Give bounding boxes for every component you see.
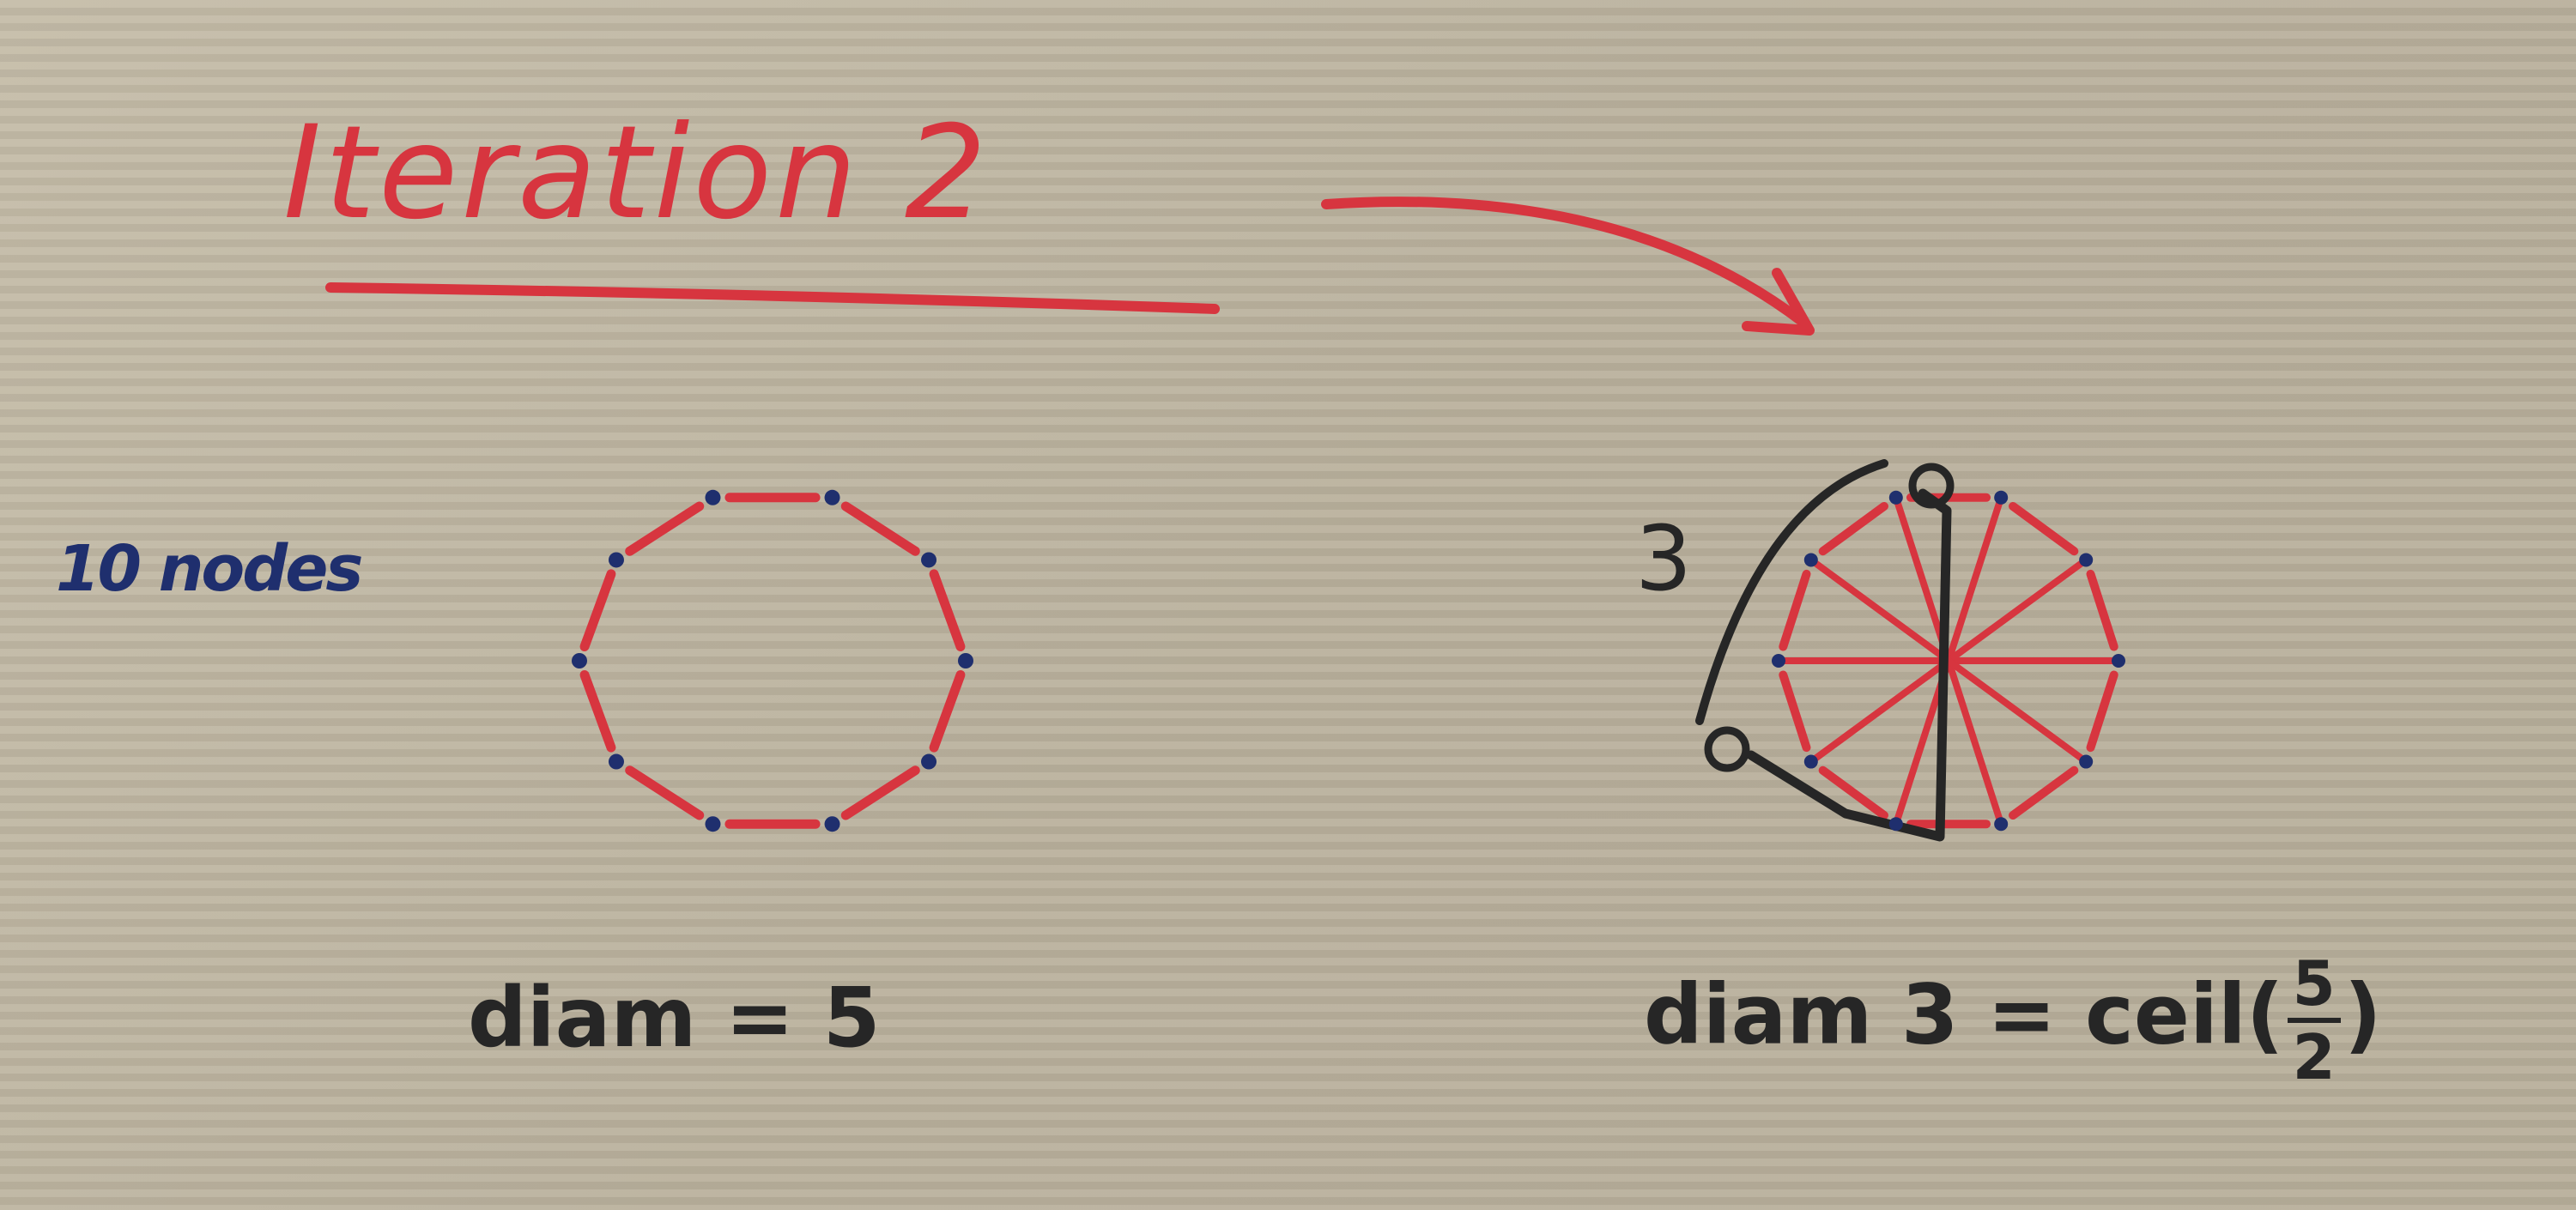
cycle-edge — [579, 569, 616, 652]
cycle-edge — [625, 501, 705, 556]
cycle-edge — [2086, 569, 2118, 651]
chord-edges — [1775, 493, 2122, 828]
node-dot — [1888, 490, 1903, 505]
cycle-edge — [2009, 501, 2079, 556]
cycle-edge — [929, 569, 966, 652]
chordal-graph-right — [1695, 459, 2125, 842]
node-dot — [824, 489, 840, 505]
cycle-edge — [840, 501, 920, 556]
cycle-edge — [1818, 765, 1888, 820]
cycle-edge — [840, 765, 920, 820]
node-dot — [921, 552, 937, 568]
fraction-denominator: 2 — [2292, 1021, 2336, 1093]
node-dot — [1772, 654, 1785, 668]
cycle-edge — [625, 765, 705, 820]
distance-arc — [1695, 459, 1888, 725]
node-dot — [1803, 553, 1818, 567]
caption-close: ) — [2343, 966, 2382, 1063]
node-dot — [705, 816, 721, 832]
node-dot — [705, 489, 721, 505]
left-diameter-caption: diam = 5 — [468, 970, 881, 1066]
node-dot — [608, 552, 624, 568]
cycle-edge — [1779, 670, 1811, 753]
title: Iteration 2 — [283, 99, 991, 248]
node-dot — [608, 753, 624, 770]
cycle-nodes — [1772, 490, 2125, 832]
node-count-label: 10 nodes — [56, 532, 363, 606]
cycle-edge — [929, 669, 966, 753]
fraction-numerator: 5 — [2287, 953, 2341, 1023]
node-dot — [1994, 490, 2009, 505]
cycle-graph-left — [572, 489, 973, 832]
node-dot — [921, 753, 937, 770]
title-underline — [325, 282, 1220, 314]
node-dot — [2079, 553, 2094, 567]
cycle-edge — [1779, 569, 1811, 651]
arrow — [1321, 197, 1808, 327]
cycle-nodes — [572, 489, 973, 832]
caption-main: diam 3 = ceil( — [1644, 966, 2284, 1063]
cycle-edges — [579, 493, 966, 829]
node-dot — [1888, 817, 1903, 832]
cycle-edges — [1779, 493, 2118, 829]
highlight-node-bottom — [1704, 726, 1750, 772]
node-dot — [2079, 754, 2094, 769]
node-dot — [824, 816, 840, 832]
chord-edge — [1807, 556, 2090, 765]
node-dot — [572, 653, 587, 669]
node-dot — [1994, 817, 2009, 832]
cycle-edge — [1818, 501, 1888, 556]
arrowhead — [1742, 268, 1815, 336]
node-dot — [2112, 654, 2125, 668]
highlight-node-top — [1908, 463, 1955, 509]
node-dot — [1803, 754, 1818, 769]
cycle-edge — [2086, 670, 2118, 753]
arc-distance-label: 3 — [1635, 506, 1693, 611]
cycle-edge — [579, 669, 616, 753]
node-dot — [958, 653, 973, 669]
cycle-edge — [2009, 765, 2079, 820]
